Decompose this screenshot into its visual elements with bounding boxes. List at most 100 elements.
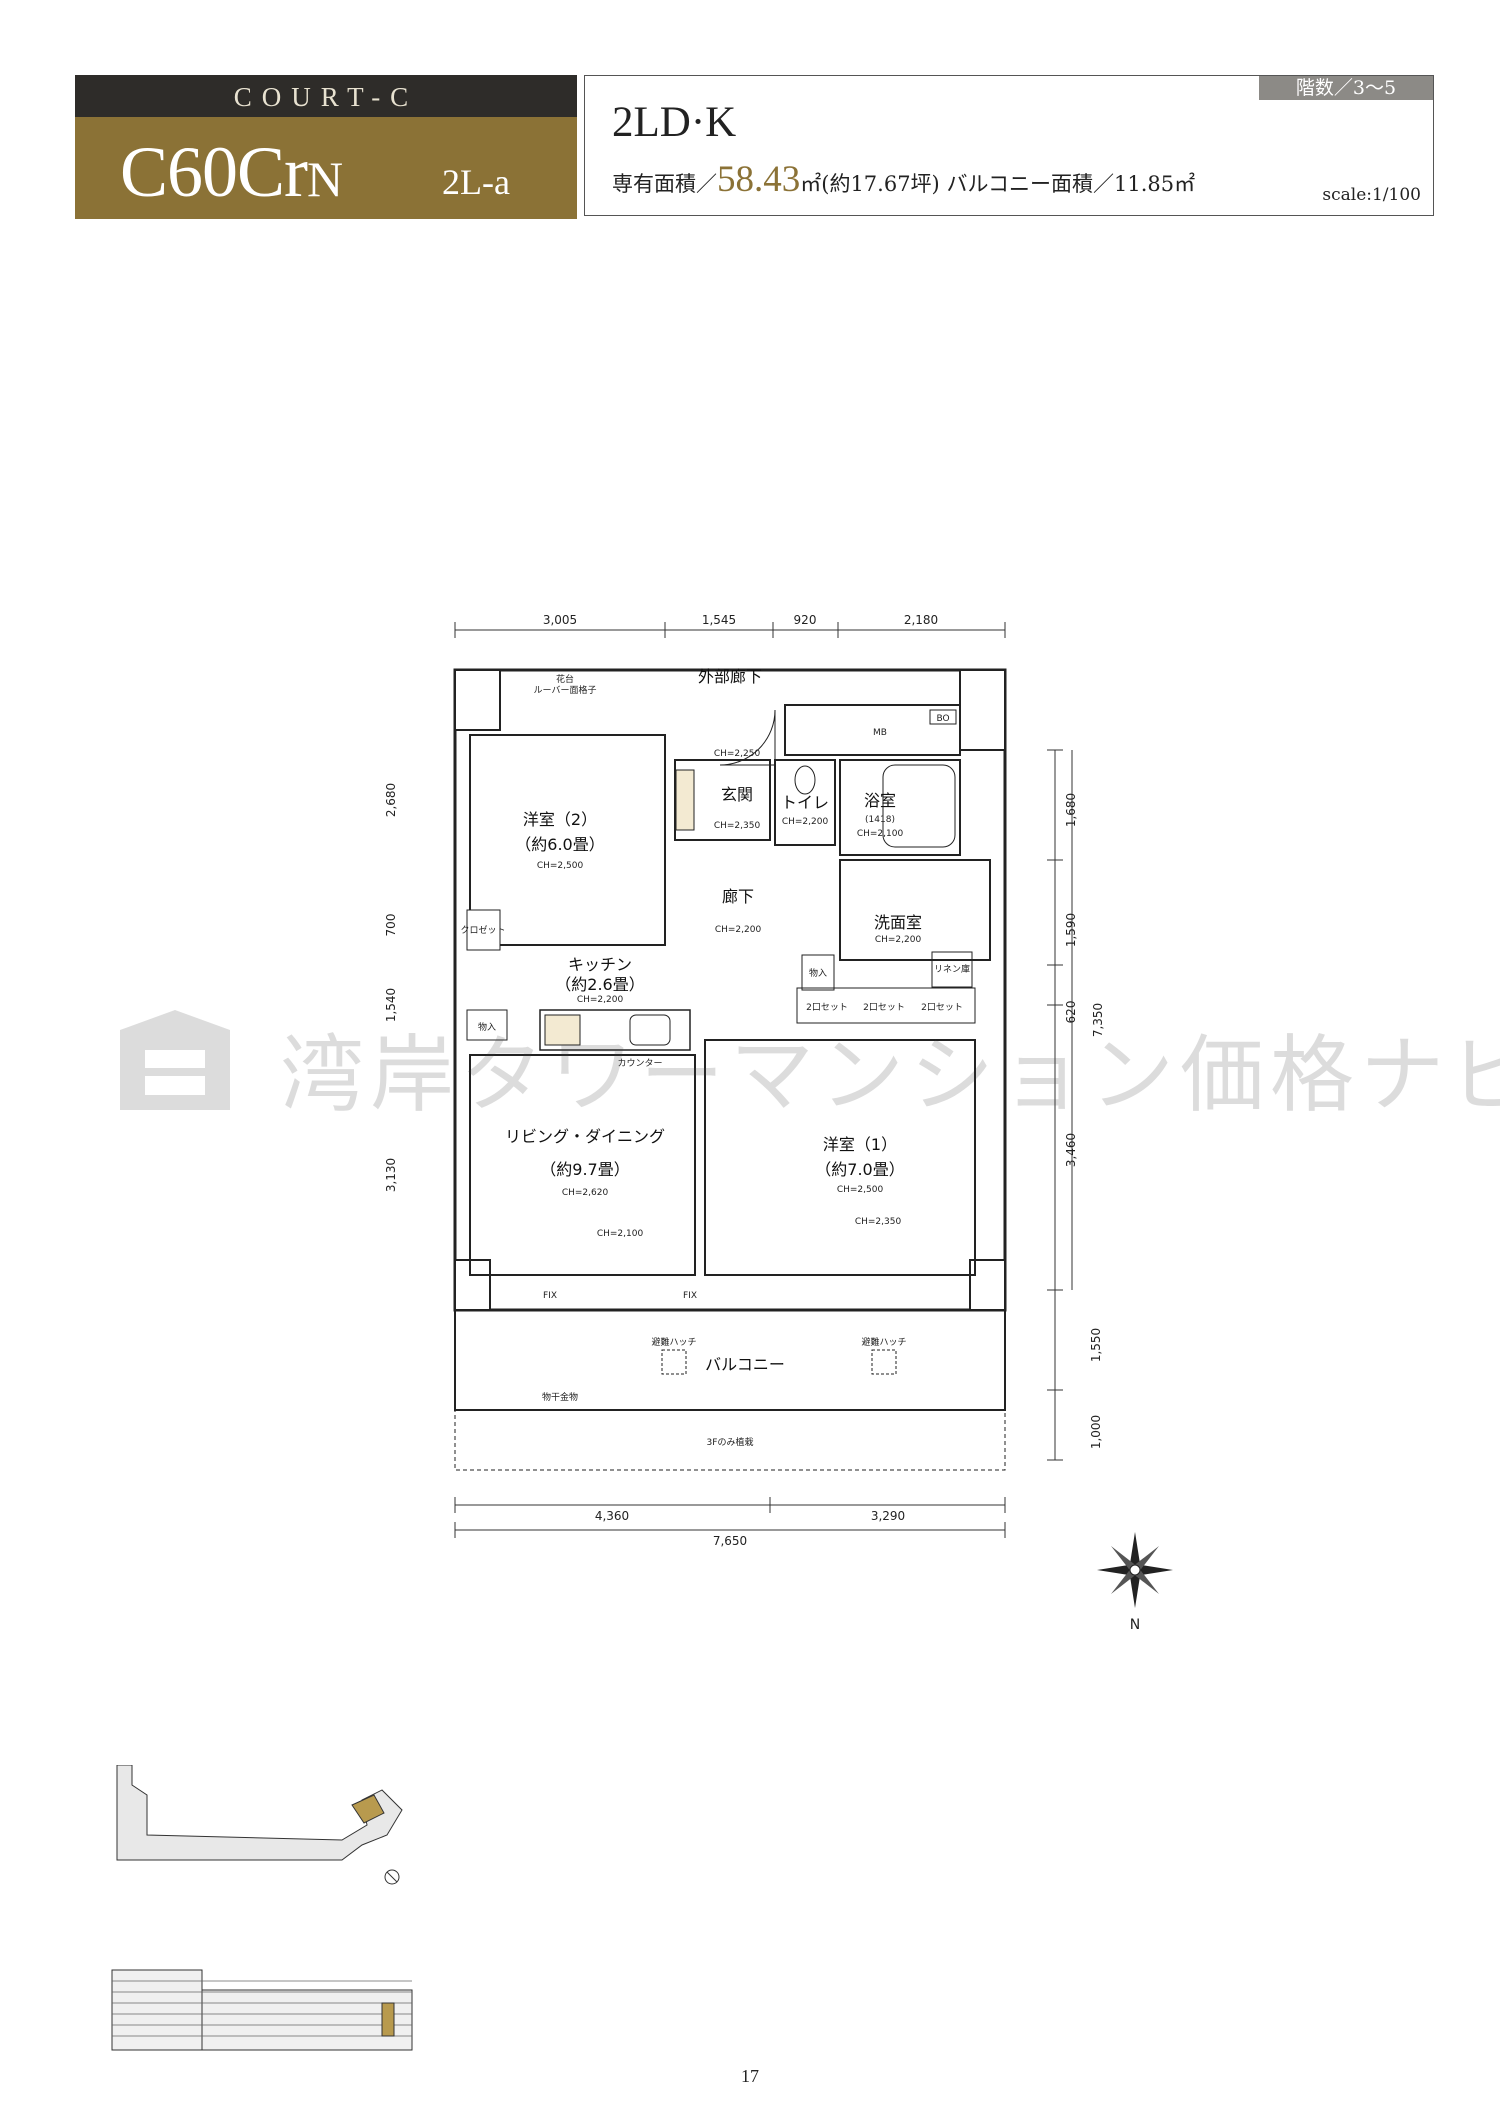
room2-closet [466,909,501,951]
ldk-window-ch: CH=2,100 [597,1229,644,1239]
section-unit-highlight [381,2002,395,2037]
room1-closet-3: 2口セット [921,1002,963,1013]
planting-label: 3Fのみ植栽 [707,1436,754,1448]
court-label: COURT-C [233,82,419,112]
ldk-ch: CH=2,620 [562,1188,609,1198]
plan-code-band: C60CrN 2L-a [75,117,577,219]
room2-closet-label: クロゼット [460,924,505,936]
washroom-ch: CH=2,200 [875,935,922,945]
evac-hatch-label-1: 避難ハッチ [651,1336,696,1348]
sink [629,1014,671,1046]
layout-type: 2LD·K [612,99,737,146]
dim-bottom-1: 4,360 [595,1509,629,1523]
key-plan-compass-icon [384,1869,400,1885]
plan-code-suffix: N [307,151,343,207]
area-label: 専有面積／ [612,172,717,196]
floor-plan: 3,005 1,545 920 2,180 外部廊下 花台 ルーバー面格子 MB… [453,613,1073,1548]
watermark-logo-icon [120,1010,230,1110]
balcony-label: バルコニー [705,1355,785,1374]
hall-storage [801,954,835,991]
linen-box [931,951,973,988]
area-tsubo: (約17.67坪) [821,172,940,196]
room1-size: （約7.0畳） [815,1160,904,1179]
site-key-plan [116,1765,403,1885]
bath-size: (1418) [865,815,895,825]
mb-box [784,704,961,756]
building-section-plan [111,1969,413,2051]
entrance-door-swing [719,709,776,766]
room1-closet-2: 2口セット [863,1002,905,1013]
fix-label-2: FIX [683,1291,697,1301]
room1-window-ch: CH=2,350 [855,1217,902,1227]
room2-walls [469,734,666,946]
room1-name: 洋室（1） [823,1135,897,1154]
kitchen-counter [539,1009,691,1051]
window-fix: FIX FIX [543,1291,697,1301]
toilet-walls [774,759,836,846]
bath-label: 浴室 [864,791,896,810]
plan-info-box: 階数／3〜5 2LD·K 専有面積／58.43㎡(約17.67坪) バルコニー面… [584,75,1434,216]
kitchen-size: （約2.6畳） [555,975,644,994]
bathtub [882,764,956,848]
dim-bottom-2: 3,290 [871,1509,905,1523]
floors-badge: 階数／3〜5 [1259,76,1433,100]
bo-box [929,709,957,725]
evac-hatch-label-2: 避難ハッチ [861,1336,906,1348]
room1-ch: CH=2,500 [837,1185,884,1195]
corridor-label: 外部廊下 [698,667,762,686]
scale-label: scale:1/100 [1322,185,1421,205]
room1-walls [704,1039,976,1276]
dim-top-1: 3,005 [543,613,577,627]
evac-hatch-1 [661,1349,687,1375]
kitchen-label: キッチン [568,955,632,974]
ldk-walls [469,1054,696,1276]
shoe-box [675,769,695,831]
key-plan-unit-highlight [351,1794,385,1824]
hall-storage-label: 物入 [809,967,827,979]
wall-columns [454,669,1006,1311]
room2-size: （約6.0畳） [515,835,604,854]
washroom-walls [839,859,991,961]
north-label: N [1130,1617,1140,1633]
plan-sub-code: 2L-a [442,162,510,202]
kitchen-storage [466,1009,508,1041]
stove [544,1014,581,1046]
evac-hatch-2 [871,1349,897,1375]
washroom-label: 洗面室 [874,913,922,932]
entrance-label: 玄関 [721,785,753,804]
toilet-label: トイレ [781,793,829,812]
linen-label: リネン庫 [934,963,970,975]
laundry-label: 物干金物 [542,1391,578,1403]
north-compass-icon: N [1097,1532,1173,1633]
hall-ch: CH=2,200 [715,925,762,935]
watermark: 湾岸タワーマンション価格ナビ [110,1000,1500,1124]
dim-left-2: 700 [384,914,398,937]
area-unit: ㎡ [800,172,822,196]
area-line: 専有面積／58.43㎡(約17.67坪) バルコニー面積／11.85㎡ [612,158,1195,201]
dim-bottom-total: 7,650 [713,1534,747,1548]
toilet-ch: CH=2,200 [782,817,829,827]
louver-label: ルーバー面格子 [534,684,597,696]
plan-code-main: C60Cr [120,132,308,212]
bath-walls [839,759,961,856]
top-dimensions [454,622,1006,638]
entrance-top-ch: CH=2,250 [714,749,761,759]
outer-walls [453,668,1007,1312]
ldk-name: リビング・ダイニング [505,1127,665,1146]
ldk-size: （約9.7畳） [540,1160,629,1179]
dim-left-1: 2,680 [384,783,398,817]
room2-name: 洋室（2） [523,810,597,829]
mb-label: MB [873,728,887,738]
court-band: COURT-C [75,75,577,117]
room1-closets [796,987,976,1024]
area-value: 58.43 [717,159,801,200]
hall-label: 廊下 [722,887,754,906]
balcony-area: バルコニー面積／11.85㎡ [946,172,1196,196]
planter-label: 花台 [556,673,574,685]
watermark-text: 湾岸タワーマンション価格ナビ [280,1026,1500,1124]
counter-label: カウンター [617,1058,662,1069]
toilet-fixture [794,765,816,795]
page-number: 17 [741,2066,759,2086]
kitchen-ch: CH=2,200 [577,995,624,1005]
bottom-dimensions [454,1497,1006,1538]
